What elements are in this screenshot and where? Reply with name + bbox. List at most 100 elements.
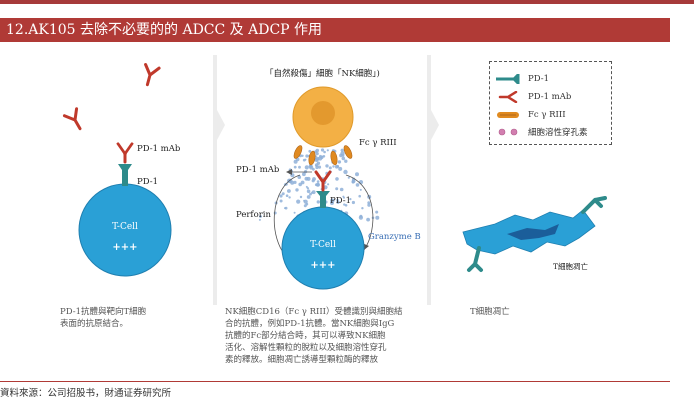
middle-caption-line: 活化、溶解性顆粒的脫粒以及細胞溶性穿孔: [225, 343, 387, 353]
fc-receptor-icon: [293, 145, 353, 166]
granule-dot: [293, 180, 297, 184]
granule-dot: [355, 172, 359, 177]
granule-dot: [323, 150, 326, 154]
dead-cell-label: T細胞凋亡: [553, 262, 589, 271]
legend-item-mab: PD-1 mAb: [496, 90, 571, 104]
granule-dot: [293, 165, 297, 169]
granule-dot: [358, 180, 364, 185]
granule-dot: [347, 176, 350, 179]
granule-dot: [302, 158, 306, 162]
granule-dot: [327, 183, 330, 186]
granule-dot: [302, 172, 306, 177]
legend-item-fc: Fc γ RIII: [496, 108, 566, 122]
middle-caption: NK細胞CD16（Fc γ RIII）受體識別與細胞結合的抗體，例如PD-1抗體…: [225, 306, 403, 366]
fragmented-nucleus: [507, 224, 559, 240]
middle-caption-line: NK細胞CD16（Fc γ RIII）受體識別與細胞結: [225, 307, 403, 317]
granule-dot: [316, 200, 320, 204]
granule-dot: [334, 165, 339, 169]
granule-dot: [340, 148, 344, 152]
granule-dot: [288, 196, 291, 199]
middle-cell-charge: +++: [310, 260, 336, 271]
panel-divider-right: [427, 55, 439, 305]
fc-receptor-icon: [497, 112, 519, 118]
nk-cell-title: 「自然殺傷」細胞「NK細胞」): [265, 69, 380, 79]
pd1-receptor-icon: [581, 196, 607, 214]
middle-caption-line: 抗體的Fc部分結合時，其可以導致NK細胞: [225, 331, 386, 341]
legend-item-perforin: 細胞溶性穿孔素: [496, 125, 588, 139]
granule-dot: [366, 217, 370, 222]
granule-dot: [316, 180, 320, 183]
granule-dot: [335, 177, 339, 181]
panel-divider-left: [213, 55, 225, 305]
granule-dot: [303, 199, 306, 202]
top-rule: [0, 0, 694, 4]
granule-dot: [300, 180, 305, 185]
granule-dot: [328, 166, 332, 170]
granule-dot: [337, 160, 342, 164]
source-note: 資料來源：公司招股书，財通证券研究所: [0, 388, 172, 399]
bottom-rule: [0, 381, 670, 382]
granule-dot: [358, 194, 361, 198]
granule-dot: [308, 149, 312, 153]
legend: PD-1 PD-1 mAb Fc γ RIII 細胞溶性穿孔素: [489, 61, 612, 145]
granule-dot: [258, 218, 261, 221]
granule-dot: [351, 177, 356, 181]
granule-dot: [319, 154, 322, 158]
pd1-receptor-icon: [118, 164, 132, 186]
granule-dot: [279, 199, 283, 203]
granule-dot: [339, 187, 344, 192]
granule-dot: [301, 154, 304, 157]
granule-dot: [325, 164, 329, 168]
granule-dot: [358, 215, 363, 220]
perforin-granule-icon: [498, 128, 518, 136]
granule-dot: [336, 198, 339, 202]
middle-cell-name: T-Cell: [310, 240, 336, 250]
bound-antibody-icon: [115, 142, 135, 164]
granule-dot: [343, 169, 348, 175]
granule-dot: [375, 210, 379, 214]
granule-dot: [306, 189, 311, 194]
granule-dot: [298, 165, 301, 169]
granule-dot: [375, 215, 380, 220]
granule-dot: [285, 194, 289, 197]
granule-dot: [312, 177, 316, 181]
granule-dot: [297, 175, 302, 179]
granule-dot: [361, 207, 364, 210]
granule-dot: [315, 152, 319, 156]
granule-dot: [296, 199, 301, 204]
granule-dot: [338, 166, 343, 171]
granule-dot: [335, 187, 339, 191]
middle-mab-label: PD-1 mAb: [236, 165, 280, 175]
left-pd1-label: PD-1: [137, 177, 158, 187]
left-cell-charge: +++: [112, 242, 138, 253]
granule-dot: [306, 176, 311, 181]
floating-antibody-icon: [62, 107, 82, 131]
bound-antibody-icon: [314, 170, 332, 192]
granule-dot: [290, 180, 295, 185]
granule-dot: [351, 181, 354, 184]
granule-dot: [344, 159, 348, 163]
pd1-receptor-icon: [496, 74, 520, 84]
legend-item-pd1: PD-1: [496, 72, 549, 86]
granule-dot: [303, 204, 307, 208]
left-cell-name: T-Cell: [112, 222, 138, 232]
granule-dot: [351, 200, 355, 205]
granule-dot: [305, 185, 308, 188]
granule-dot: [330, 201, 334, 205]
left-antibody-label: PD-1 mAb: [137, 144, 181, 154]
granule-dot: [284, 206, 288, 210]
nk-cell-nucleus: [311, 101, 335, 125]
pd1-receptor-icon: [316, 191, 330, 208]
middle-fc-label: Fc γ RIII: [359, 138, 397, 148]
left-panel-illustration: [62, 62, 172, 277]
granule-dot: [309, 165, 314, 170]
granule-dot: [367, 201, 371, 205]
granule-dot: [295, 188, 299, 192]
apoptotic-t-cell: [462, 196, 607, 272]
granule-dot: [332, 165, 335, 168]
granule-dot: [309, 192, 312, 196]
right-caption: T細胞凋亡: [470, 307, 510, 317]
granule-dot: [316, 183, 320, 187]
middle-caption-line: 素的釋放。細胞凋亡誘導型顆粒酶的釋放: [225, 355, 379, 365]
middle-panel-illustration: [258, 86, 380, 290]
